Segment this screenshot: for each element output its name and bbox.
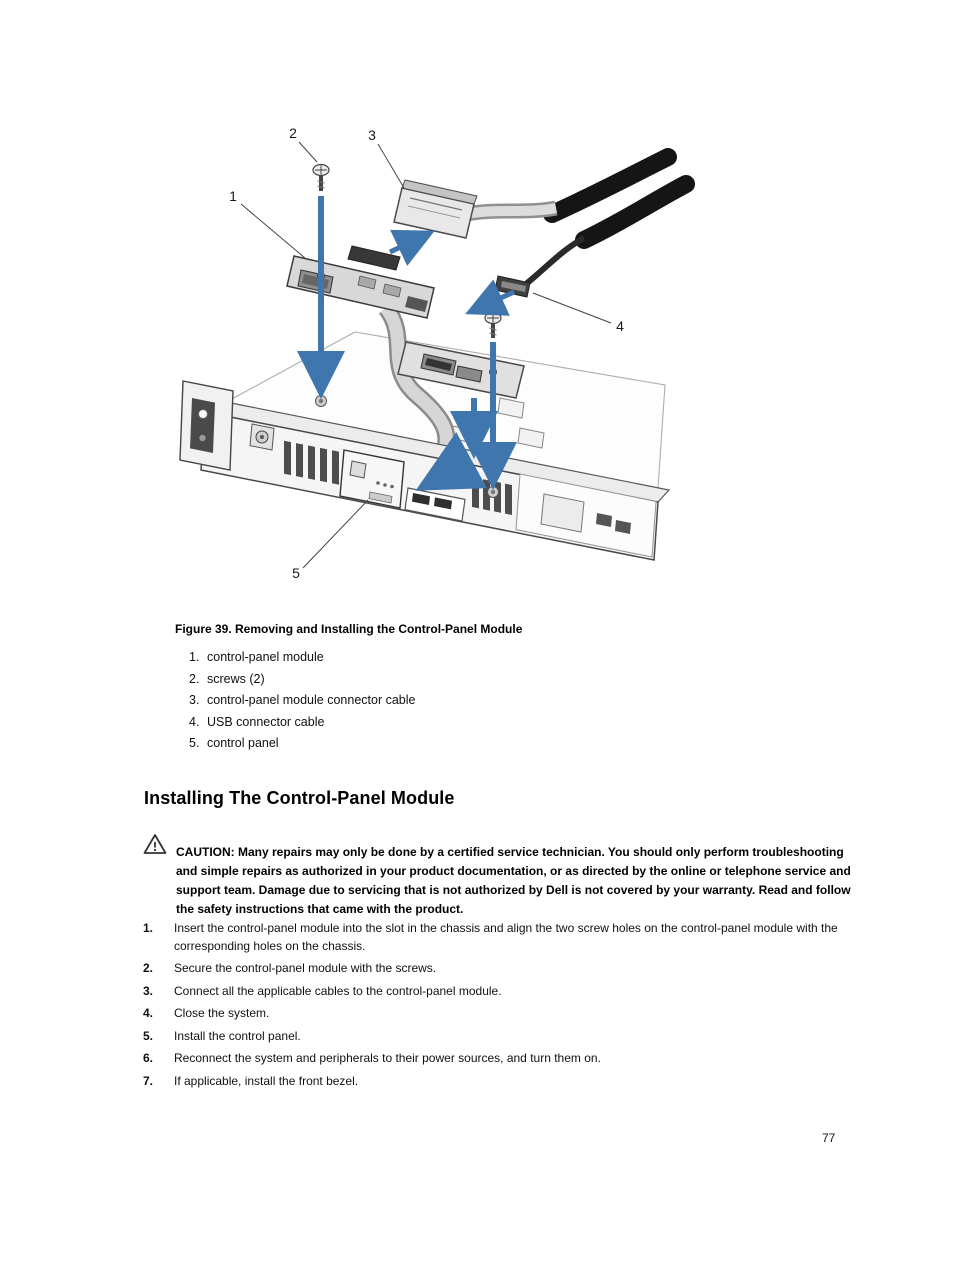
step-number: 6. bbox=[143, 1051, 154, 1065]
step-text: Connect all the applicable cables to the… bbox=[174, 983, 502, 998]
caution-box: CAUTION: Many repairs may only be done b… bbox=[143, 831, 865, 931]
steps-list: 1. Insert the control-panel module into … bbox=[143, 920, 869, 1095]
section-heading: Installing The Control-Panel Module bbox=[144, 788, 455, 808]
step-text: Install the control panel. bbox=[174, 1028, 301, 1043]
connector-cable-illustration bbox=[393, 179, 558, 239]
part-number: 1. bbox=[189, 650, 200, 664]
step-number: 4. bbox=[143, 1006, 154, 1020]
step-item: 5. Install the control panel. bbox=[143, 1028, 869, 1046]
callout-label-5: 5 bbox=[292, 565, 300, 581]
step-item: 2. Secure the control-panel module with … bbox=[143, 960, 869, 978]
part-number: 5. bbox=[189, 736, 200, 750]
part-item: 2. screws (2) bbox=[189, 672, 415, 686]
part-label: control-panel module bbox=[207, 650, 324, 664]
step-number: 3. bbox=[143, 983, 154, 998]
parts-list: 1. control-panel module 2. screws (2) 3.… bbox=[189, 650, 415, 758]
part-item: 1. control-panel module bbox=[189, 650, 415, 664]
caution-text: CAUTION: Many repairs may only be done b… bbox=[176, 843, 865, 919]
part-number: 2. bbox=[189, 671, 200, 686]
step-number: 7. bbox=[143, 1073, 154, 1088]
step-item: 3. Connect all the applicable cables to … bbox=[143, 983, 869, 1001]
callout-label-2: 2 bbox=[289, 125, 297, 141]
caution-body-text: Many repairs may only be done by a certi… bbox=[176, 845, 851, 916]
step-item: 1. Insert the control-panel module into … bbox=[143, 920, 869, 955]
step-item: 7. If applicable, install the front beze… bbox=[143, 1073, 869, 1091]
control-panel-module-illustration bbox=[286, 245, 435, 319]
part-item: 5. control panel bbox=[189, 736, 415, 750]
step-text: Reconnect the system and peripherals to … bbox=[174, 1051, 601, 1065]
step-text: Secure the control-panel module with the… bbox=[174, 961, 437, 975]
part-label: control-panel module connector cable bbox=[207, 693, 416, 707]
part-item: 4. USB connector cable bbox=[189, 715, 415, 729]
screw-icon-1 bbox=[312, 163, 330, 191]
caution-icon bbox=[143, 834, 167, 854]
part-label: control panel bbox=[207, 736, 279, 750]
callouts: 1 2 3 4 5 bbox=[229, 125, 624, 581]
page-number: 77 bbox=[822, 1131, 836, 1145]
figure-caption: Figure 39. Removing and Installing the C… bbox=[175, 622, 523, 636]
step-text: If applicable, install the front bezel. bbox=[174, 1073, 359, 1088]
callout-label-1: 1 bbox=[229, 188, 237, 204]
step-item: 6. Reconnect the system and peripherals … bbox=[143, 1050, 869, 1068]
step-item: 4. Close the system. bbox=[143, 1005, 869, 1023]
step-number: 1. bbox=[143, 921, 154, 935]
step-number: 2. bbox=[143, 961, 154, 975]
motion-arrows bbox=[297, 196, 517, 491]
step-text: Insert the control-panel module into the… bbox=[174, 921, 838, 953]
usb-cable-illustration bbox=[494, 235, 586, 298]
part-number: 3. bbox=[189, 693, 200, 707]
screw-icon-2 bbox=[484, 311, 502, 338]
part-label: screws (2) bbox=[207, 671, 265, 686]
caution-label: CAUTION: bbox=[176, 845, 238, 859]
control-panel-illustration bbox=[339, 449, 405, 509]
part-label: USB connector cable bbox=[207, 714, 325, 729]
figure-39-diagram: 1 2 3 4 5 bbox=[179, 125, 695, 581]
step-number: 5. bbox=[143, 1028, 154, 1043]
callout-label-4: 4 bbox=[616, 318, 624, 334]
callout-label-3: 3 bbox=[368, 127, 376, 143]
part-number: 4. bbox=[189, 714, 200, 729]
sleeve-cable-illustration bbox=[543, 148, 695, 249]
part-item: 3. control-panel module connector cable bbox=[189, 693, 415, 707]
step-text: Close the system. bbox=[174, 1006, 270, 1020]
